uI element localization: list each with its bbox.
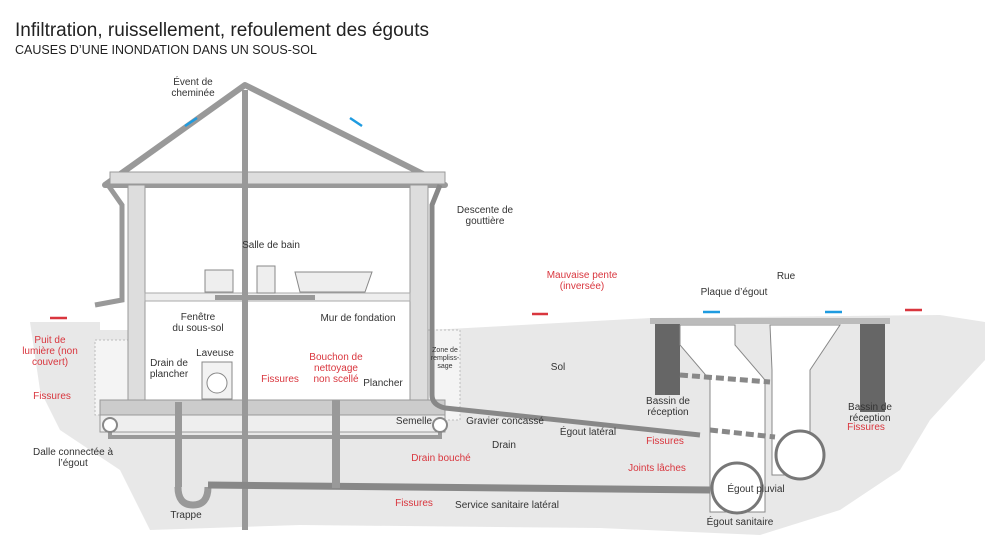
label-service-cracks: Fissures [395, 498, 433, 509]
catch-basin-right [860, 322, 885, 412]
label-fill-zone: Zone de rempliss- sage [430, 347, 460, 370]
cleanout [332, 400, 340, 488]
label-catch-basin-right: Bassin de réception [848, 402, 892, 424]
label-lateral-cracks: Fissures [646, 436, 684, 447]
label-basement-window: Fenêtre du sous-sol [172, 312, 224, 334]
label-gravel: Gravier concassé [466, 416, 544, 427]
roof [102, 82, 448, 188]
left-wall [127, 184, 146, 401]
label-trap: Trappe [170, 510, 202, 521]
label-footing: Semelle [395, 416, 433, 427]
basement-slab [99, 399, 446, 416]
toilet [256, 265, 276, 294]
label-chimney-vent: Évent de cheminée [171, 77, 215, 99]
catch-basin-left [655, 322, 680, 395]
right-wall [409, 184, 429, 401]
label-cleanout: Bouchon de nettoyage non scellé [309, 352, 363, 385]
trap [174, 486, 212, 509]
drain-right [432, 417, 448, 433]
label-loose-joints: Joints lâches [628, 463, 686, 474]
label-manhole-cover: Plaque d’égout [700, 287, 768, 298]
arrow-roof-left-icon [184, 116, 198, 128]
label-floor: Plancher [363, 378, 403, 389]
label-wall-cracks: Fissures [33, 391, 71, 402]
label-window-well: Puit de lumière (non couvert) [22, 335, 78, 368]
bathtub [294, 271, 373, 293]
sink [204, 269, 234, 293]
label-blocked-drain: Drain bouché [411, 453, 471, 464]
sanitary-lateral [207, 481, 711, 494]
label-slab-connected: Dalle connectée à l’égout [32, 447, 114, 469]
label-catch-basin-left: Bassin de réception [646, 396, 690, 418]
weeping-tile [108, 432, 442, 439]
footing-gravel [99, 414, 446, 433]
label-downspout: Descente de gouttière [456, 205, 514, 227]
downspout-right [429, 184, 701, 438]
label-floor-cracks: Fissures [261, 374, 299, 385]
label-lateral-sewer: Égout latéral [559, 427, 617, 438]
floor-drain-pipe [175, 402, 182, 487]
diagram-subtitle: CAUSES D’UNE INONDATION DANS UN SOUS-SOL [15, 43, 317, 57]
ceiling [109, 171, 446, 185]
label-basin-cracks: Fissures [847, 422, 885, 433]
drain-left [102, 417, 118, 433]
vent-stack [242, 90, 248, 530]
water-flow-arrows [50, 116, 922, 320]
label-sanitary-service: Service sanitaire latéral [455, 500, 559, 511]
label-storm-sewer: Égout pluvial [727, 484, 785, 495]
label-soil: Sol [550, 362, 566, 373]
label-foundation-wall: Mur de fondation [320, 313, 396, 324]
sanitary-sewer [710, 461, 764, 515]
arrow-roof-right-icon [349, 116, 363, 128]
label-washer: Laveuse [196, 348, 234, 359]
label-street: Rue [776, 271, 796, 282]
storm-sewer [774, 429, 826, 481]
label-drain: Drain [492, 440, 516, 451]
label-bad-slope: Mauvaise pente (inversée) [546, 270, 618, 292]
label-floor-drain: Drain de plancher [149, 358, 189, 380]
diagram-title: Infiltration, ruissellement, refoulement… [15, 20, 429, 41]
downspout-left [94, 183, 125, 308]
label-sanitary-sewer: Égout sanitaire [706, 517, 774, 528]
label-bathroom: Salle de bain [242, 240, 300, 251]
